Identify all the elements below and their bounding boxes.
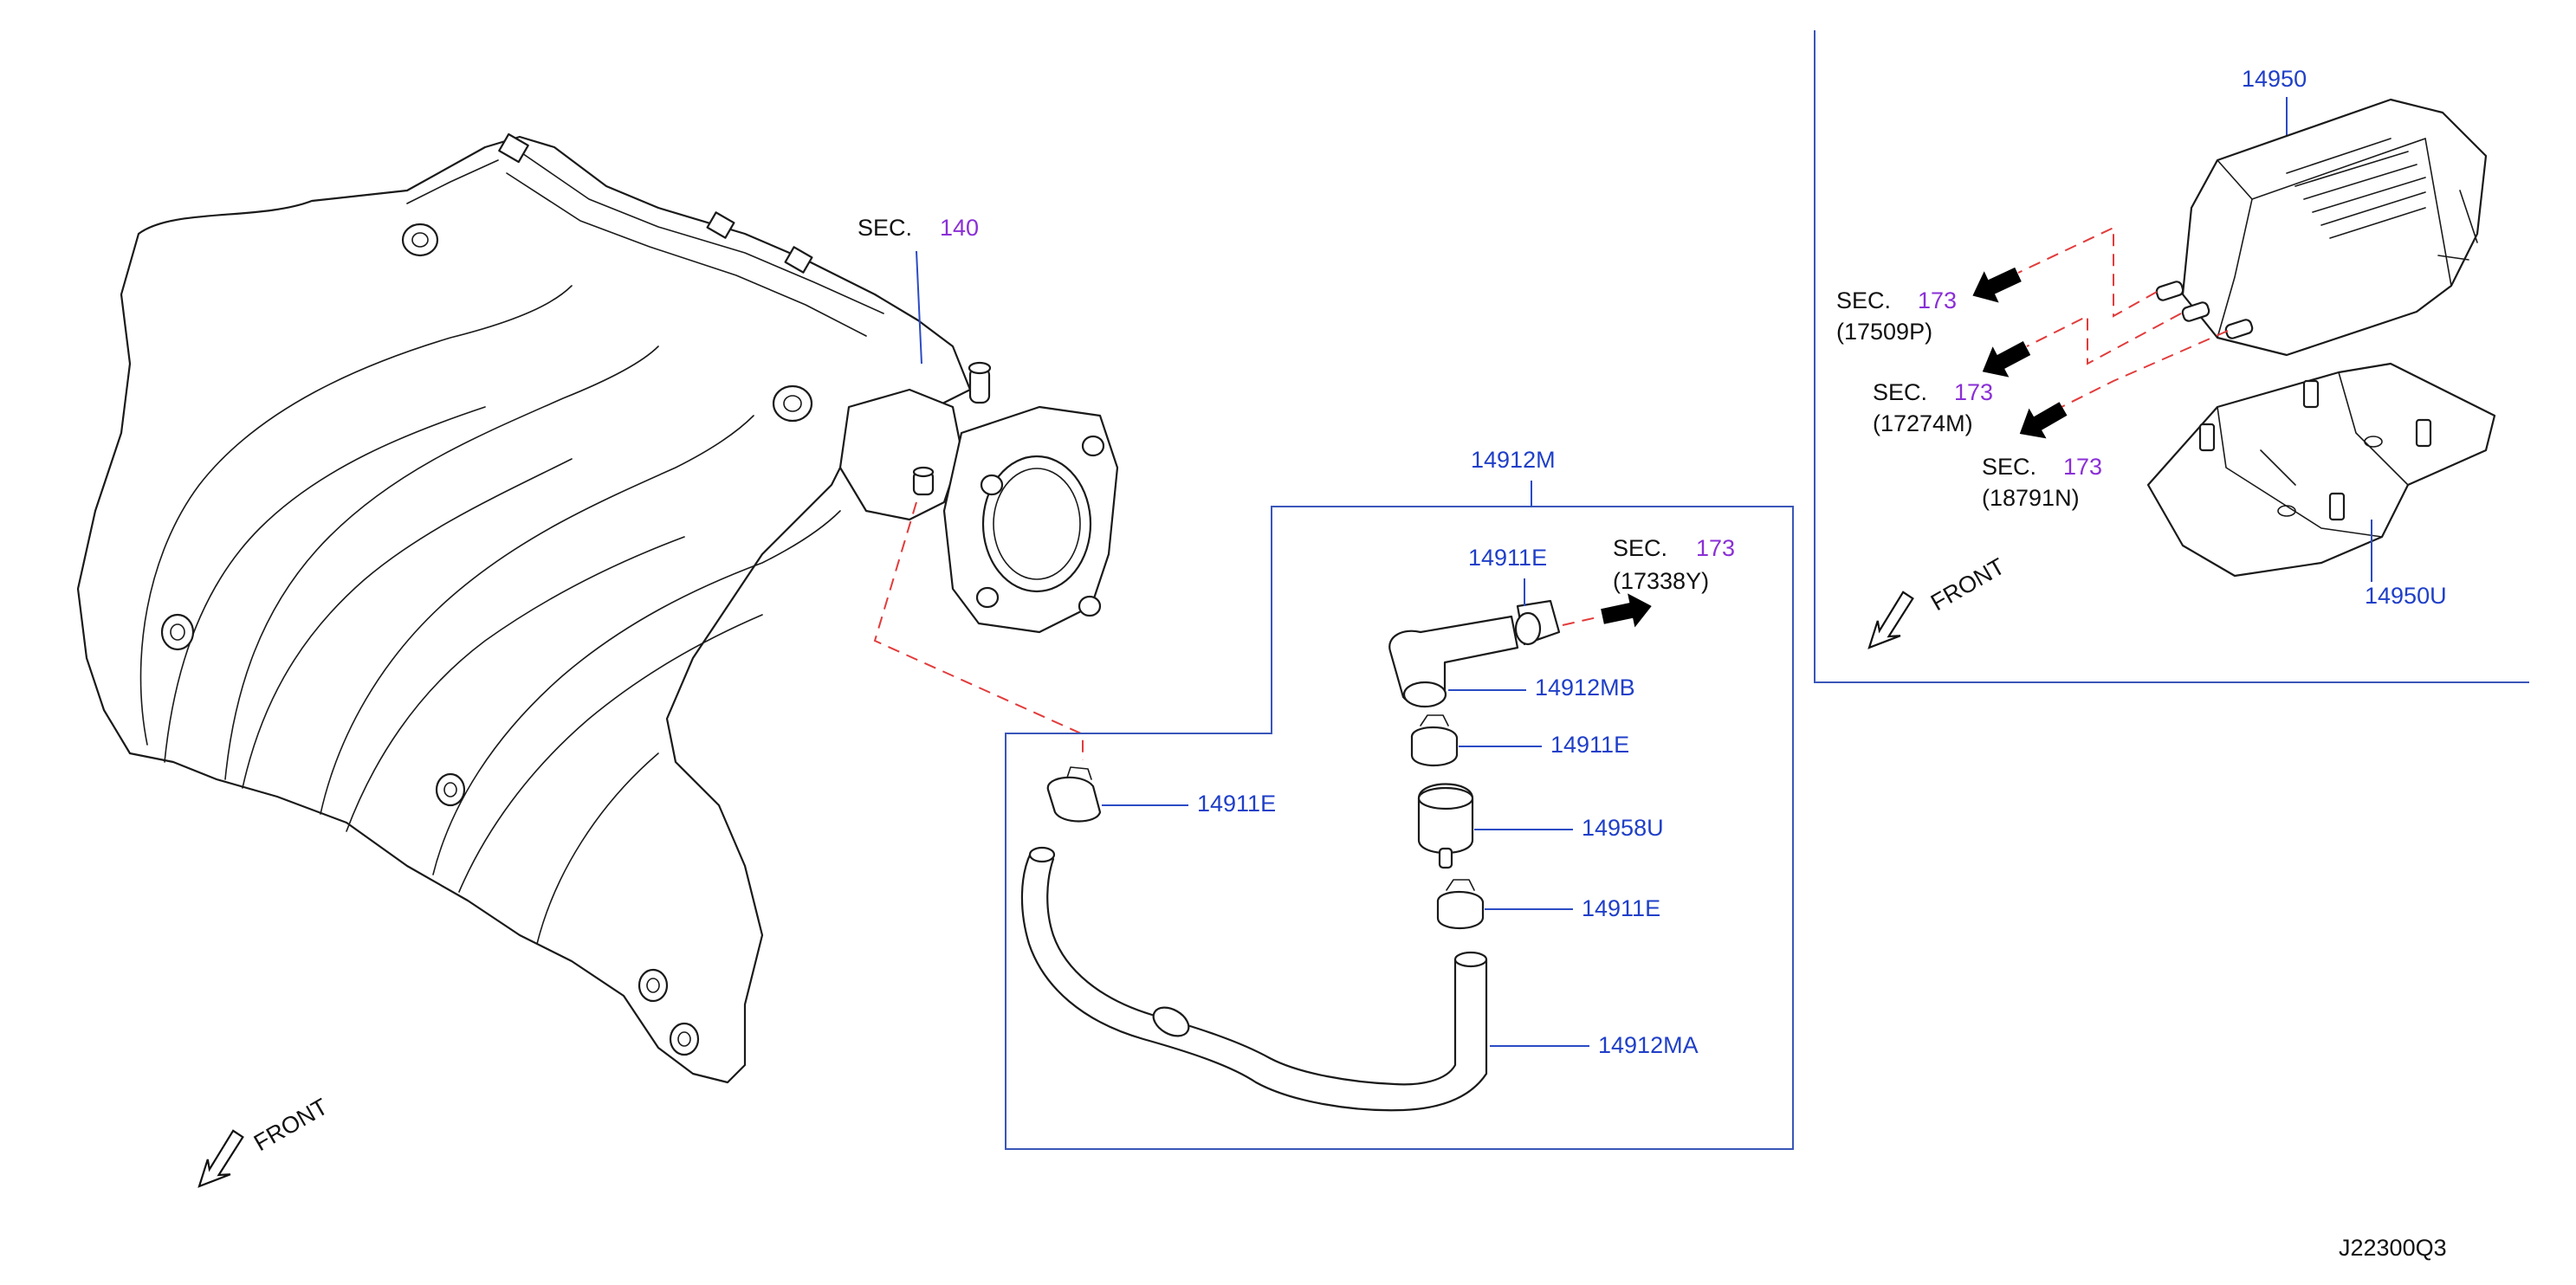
part-14912MB[interactable]: 14912MB — [1535, 675, 1635, 701]
sec-173-17274m-number[interactable]: 173 — [1954, 379, 1993, 405]
part-14911E-left[interactable]: 14911E — [1197, 791, 1276, 817]
elbow-hose — [1388, 615, 1519, 708]
clamp-low — [1436, 879, 1485, 930]
sec-173-17338y-number[interactable]: 173 — [1696, 535, 1735, 561]
sec-173-17274m-code: (17274M) — [1873, 410, 1973, 436]
sec-173-17274m-prefix: SEC. — [1873, 379, 1927, 405]
sec-173-18791n-prefix: SEC. — [1982, 454, 2036, 480]
sec-173-18791n-code: (18791N) — [1982, 485, 2080, 511]
evap-canister — [2155, 98, 2488, 357]
sec-173-17338y-prefix: SEC. — [1613, 535, 1667, 561]
clamp-top — [1514, 599, 1561, 646]
part-14950U[interactable]: 14950U — [2365, 583, 2447, 609]
part-14911E-mid[interactable]: 14911E — [1550, 732, 1629, 758]
sec-140-leader — [916, 250, 922, 365]
front-label-left: FRONT — [249, 1094, 333, 1156]
diagram-code: J22300Q3 — [2339, 1235, 2447, 1261]
front-arrow-icon — [182, 1127, 257, 1192]
connection-dash-throttle-hose — [873, 501, 1084, 760]
canister-bracket — [2146, 362, 2496, 578]
canister-section-box — [1814, 30, 2529, 683]
part-14912MA[interactable]: 14912MA — [1598, 1032, 1699, 1058]
sec-140-prefix: SEC. — [858, 215, 912, 241]
front-label-right: FRONT — [1926, 553, 2010, 616]
flow-arrow-icon — [1964, 258, 2026, 312]
throttle-body — [838, 388, 1119, 634]
sec-173-17509p-prefix: SEC. — [1836, 287, 1891, 313]
sec-173-17509p-code: (17509P) — [1836, 319, 1932, 345]
part-14911E-low[interactable]: 14911E — [1582, 895, 1660, 921]
part-14958U[interactable]: 14958U — [1582, 815, 1664, 841]
flow-arrow-icon — [1598, 589, 1655, 634]
front-arrow-icon — [1852, 588, 1927, 654]
hose-kit-box — [1005, 506, 1794, 1150]
clamp-mid — [1410, 714, 1459, 767]
part-14950[interactable]: 14950 — [2242, 66, 2307, 92]
part-14912M[interactable]: 14912M — [1471, 447, 1556, 473]
part-14911E-top[interactable]: 14911E — [1468, 545, 1547, 571]
valve — [1417, 783, 1474, 869]
long-hose — [1020, 846, 1488, 1112]
clamp-left — [1046, 766, 1102, 823]
sec-173-18791n-number[interactable]: 173 — [2063, 454, 2102, 480]
intake-manifold — [76, 132, 992, 1084]
sec-173-17338y-code: (17338Y) — [1613, 568, 1709, 594]
sec-173-17509p-number[interactable]: 173 — [1918, 287, 1957, 313]
sec-140-number[interactable]: 140 — [940, 215, 979, 241]
flow-arrow-icon — [2010, 393, 2072, 449]
